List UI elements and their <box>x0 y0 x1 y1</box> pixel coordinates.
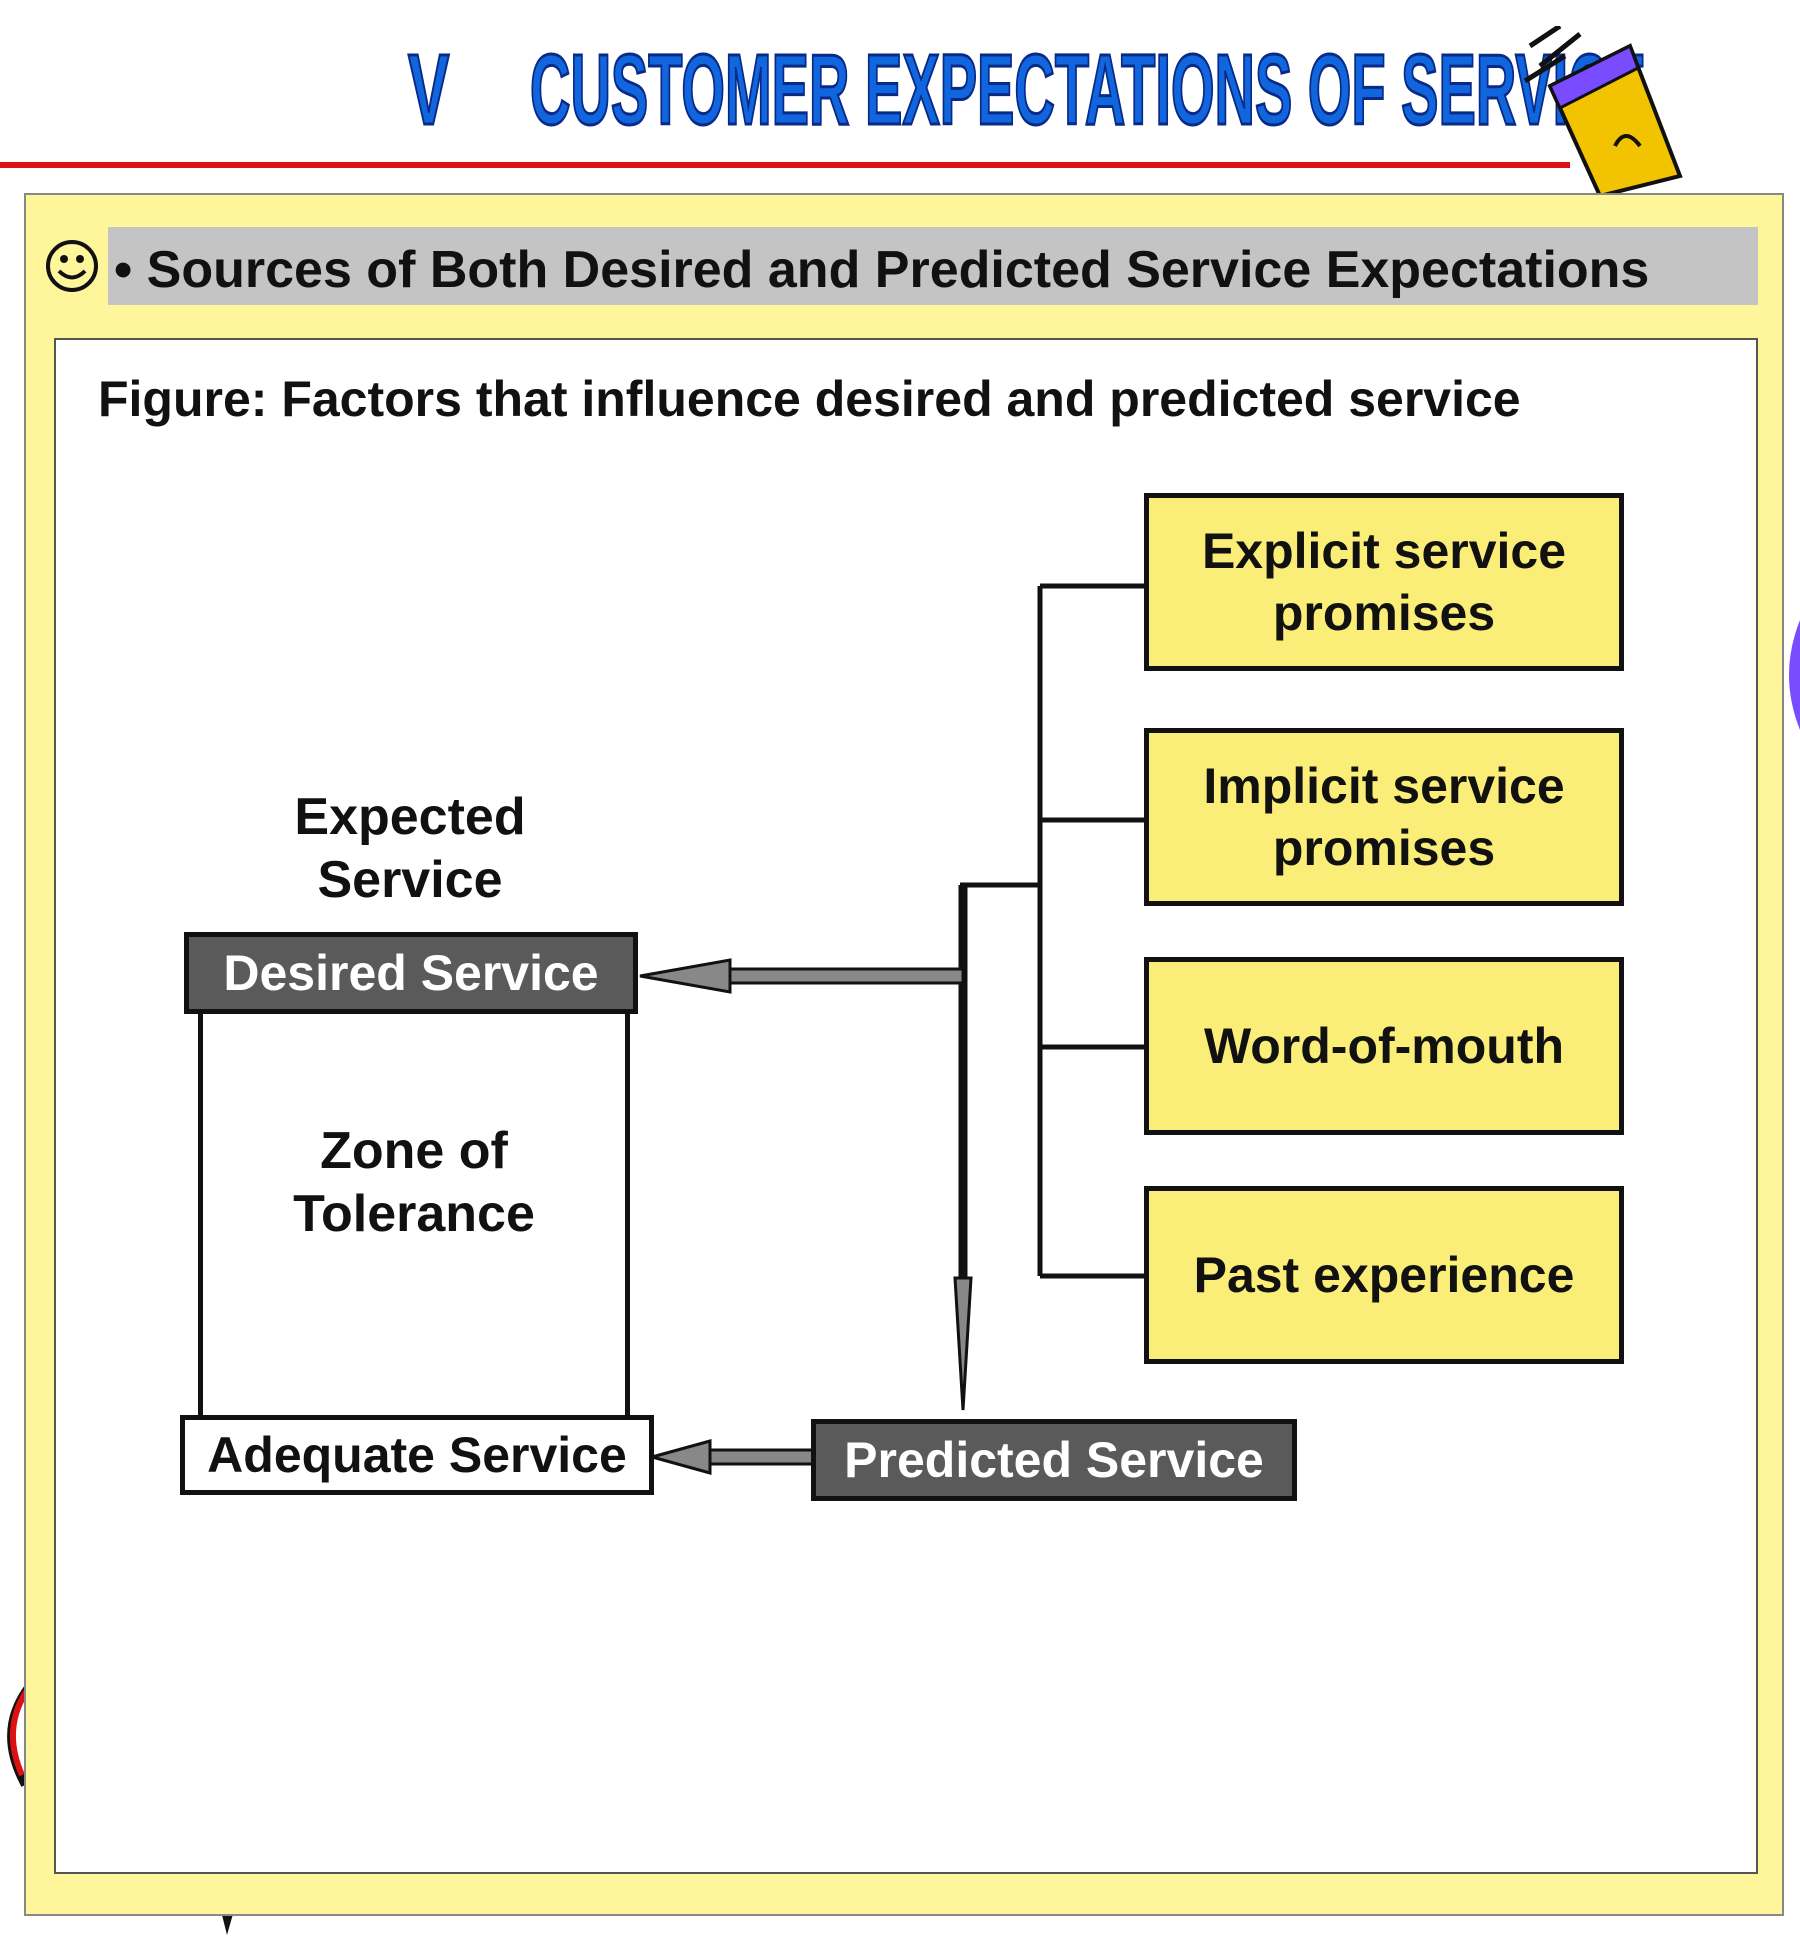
arrow-head <box>953 1276 973 1411</box>
decorative-shape <box>1789 620 1800 730</box>
smiley-icon <box>46 240 98 292</box>
factor-box: Word-of-mouth <box>1144 957 1624 1135</box>
desired-service-box: Desired Service <box>184 932 638 1014</box>
zone-of-tolerance-box <box>198 1012 630 1424</box>
title-underline <box>0 162 1570 168</box>
factor-box: Implicit service promises <box>1144 728 1624 906</box>
bullet-text: • Sources of Both Desired and Predicted … <box>114 241 1650 299</box>
adequate-service-box: Adequate Service <box>180 1415 654 1495</box>
pencil-icon <box>1523 26 1683 196</box>
decorative-shape <box>7 1682 30 1787</box>
slide-title: CUSTOMER EXPECTATIONS OF SERVICE <box>529 34 1647 146</box>
arrow-head <box>639 958 732 994</box>
zone-of-tolerance-label: Zone of Tolerance <box>293 1122 535 1244</box>
arrow-shaft <box>726 967 965 985</box>
expected-service-label: Expected Service <box>294 788 526 910</box>
slide-header: V CUSTOMER EXPECTATIONS OF SERVICE <box>0 30 1800 150</box>
figure-caption: Figure: Factors that influence desired a… <box>98 371 1521 427</box>
bullet-highlight <box>108 227 1758 305</box>
factor-box: Past experience <box>1144 1186 1624 1364</box>
predicted-service-box: Predicted Service <box>811 1419 1297 1501</box>
arrow-head <box>646 1439 712 1475</box>
arrow-shaft <box>706 1448 816 1466</box>
factor-box: Explicit service promises <box>1144 493 1624 671</box>
section-number: V <box>407 34 451 146</box>
